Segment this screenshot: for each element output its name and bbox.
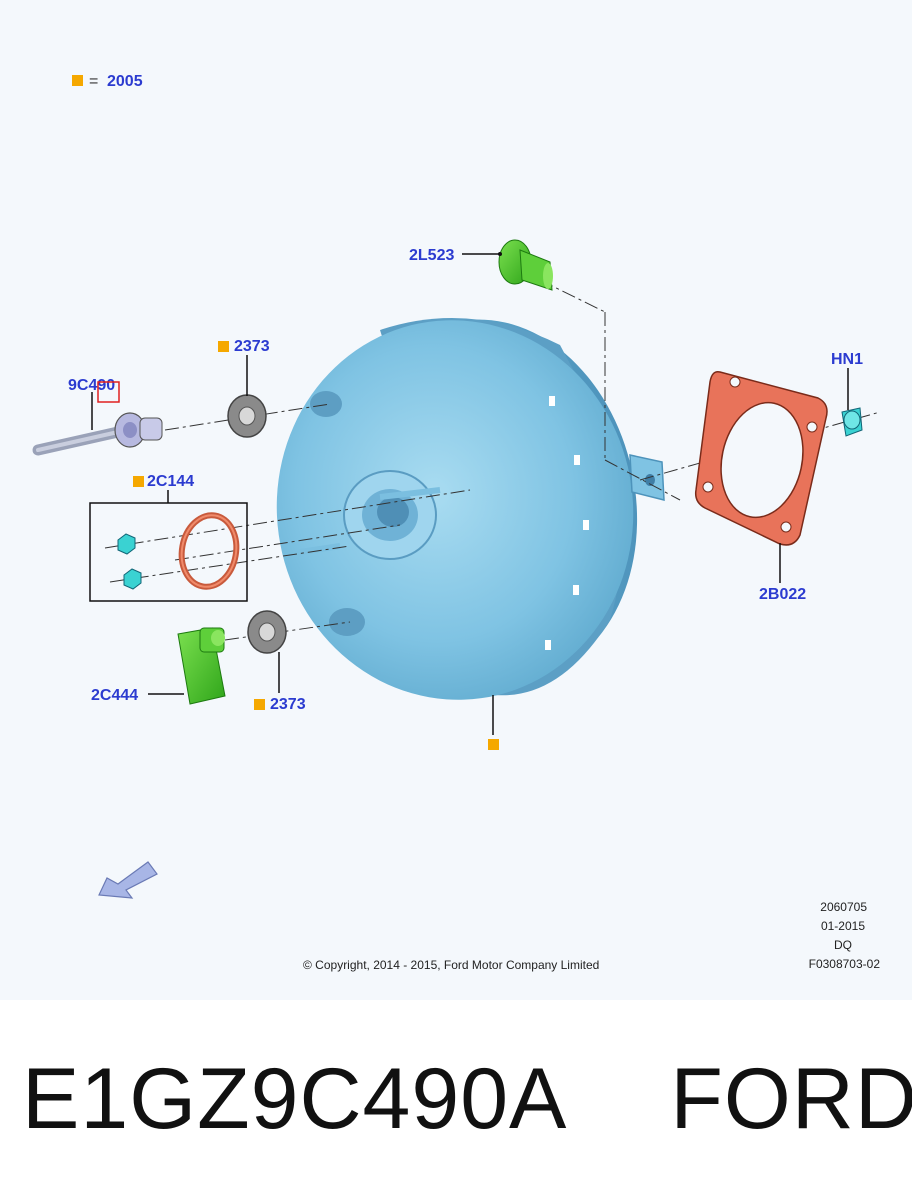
- sensor-2c444: [177, 627, 226, 705]
- part-footer: E1GZ9C490A FORD: [22, 1050, 912, 1160]
- legend-marker-icon: [72, 75, 83, 86]
- leader-dot: [498, 252, 502, 256]
- callout-2l523[interactable]: 2L523: [409, 247, 454, 264]
- gasket-2b022: [694, 370, 828, 546]
- leader-lines: [91, 253, 849, 735]
- callout-hn1[interactable]: HN1: [831, 351, 863, 368]
- diagram-canvas: = 2005: [32, 73, 881, 972]
- meta-code1: 2060705: [820, 900, 867, 914]
- callout-2373-top-marker: [218, 341, 229, 352]
- callout-2c144[interactable]: 2C144: [147, 473, 194, 490]
- callout-9c490[interactable]: 9C490: [68, 377, 115, 394]
- brake-booster: [276, 318, 665, 700]
- copyright: © Copyright, 2014 - 2015, Ford Motor Com…: [303, 958, 599, 972]
- part-number: E1GZ9C490A: [22, 1051, 568, 1147]
- booster-marker-icon: [488, 739, 499, 750]
- washer-2373-bottom: [247, 610, 287, 654]
- nut-upper: [117, 533, 136, 555]
- legend-value: 2005: [107, 73, 143, 90]
- grommet-2l523: [498, 239, 553, 291]
- o-ring-2c144: [178, 512, 240, 590]
- callout-2c444[interactable]: 2C444: [91, 687, 138, 704]
- washer-2373-top: [227, 394, 267, 438]
- meta-code2: DQ: [834, 938, 852, 952]
- vacuum-hose-9c490: [32, 412, 163, 456]
- callout-2373-top[interactable]: 2373: [234, 338, 270, 355]
- direction-arrow-icon: [98, 861, 158, 899]
- highlight-box: [97, 381, 120, 403]
- nut-lower: [123, 568, 142, 590]
- callout-2373-bottom[interactable]: 2373: [270, 696, 306, 713]
- callout-2b022[interactable]: 2B022: [759, 586, 806, 603]
- parts-diagram: = 2005: [0, 0, 912, 1000]
- meta-date: 01-2015: [821, 919, 865, 933]
- callout-2373-bottom-marker: [254, 699, 265, 710]
- meta-ref: F0308703-02: [809, 957, 881, 971]
- callout-2c144-marker: [133, 476, 144, 487]
- brand-name: FORD: [670, 1051, 912, 1147]
- nut-hn1: [841, 407, 863, 437]
- legend-equals: =: [89, 73, 98, 90]
